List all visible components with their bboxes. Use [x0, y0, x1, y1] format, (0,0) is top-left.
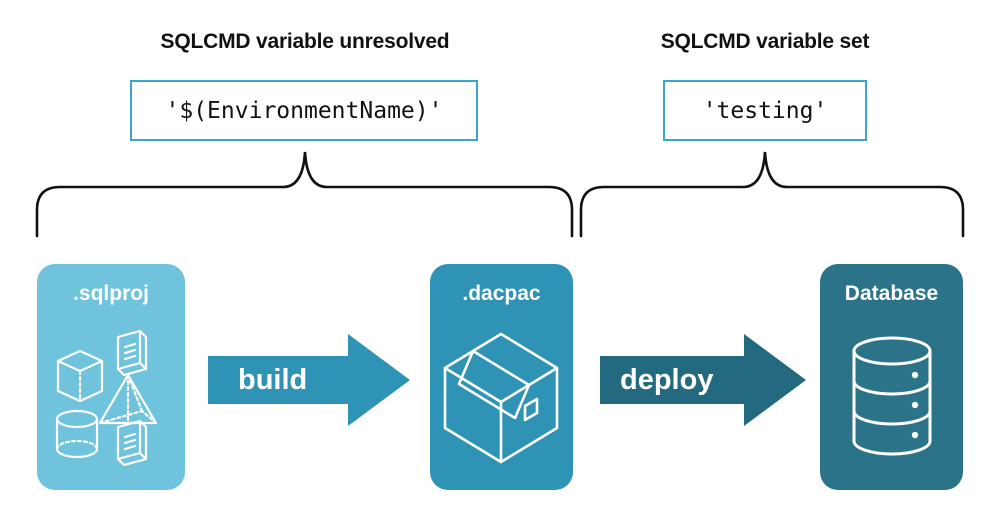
scroll-icon	[116, 329, 148, 377]
stage-dacpac-artwork	[430, 306, 573, 490]
sqlcmd-variable-value-box-left: '$(EnvironmentName)'	[130, 80, 478, 141]
package-box-icon	[443, 332, 559, 464]
stage-dacpac-label: .dacpac	[462, 282, 541, 305]
arrow-deploy-icon	[600, 334, 806, 426]
pyramid-icon	[98, 373, 158, 425]
stage-database-artwork	[820, 306, 963, 490]
annotation-heading-right: SQLCMD variable set	[660, 30, 870, 53]
stage-database-label: Database	[844, 282, 939, 305]
stage-sqlproj-label: .sqlproj	[73, 282, 149, 305]
database-cylinder-icon	[852, 336, 931, 456]
arrow-build-icon	[208, 334, 410, 426]
arrow-build	[208, 334, 410, 426]
arrow-build-label: build	[238, 364, 308, 396]
brace-right-icon	[579, 151, 965, 238]
brace-left-icon	[35, 151, 574, 238]
stage-dacpac: .dacpac	[430, 264, 573, 490]
annotation-heading-left: SQLCMD variable unresolved	[160, 30, 450, 53]
scroll-icon	[116, 419, 148, 467]
arrow-deploy	[600, 334, 806, 426]
arrow-deploy-label: deploy	[620, 364, 714, 396]
stage-sqlproj-artwork	[37, 306, 185, 490]
cylinder-icon	[55, 409, 99, 459]
brace-connectors	[35, 151, 965, 238]
stage-database: Database	[820, 264, 963, 490]
stage-sqlproj: .sqlproj	[37, 264, 185, 490]
sqlcmd-variable-value-box-right: 'testing'	[663, 80, 867, 141]
cube-icon	[56, 349, 104, 403]
